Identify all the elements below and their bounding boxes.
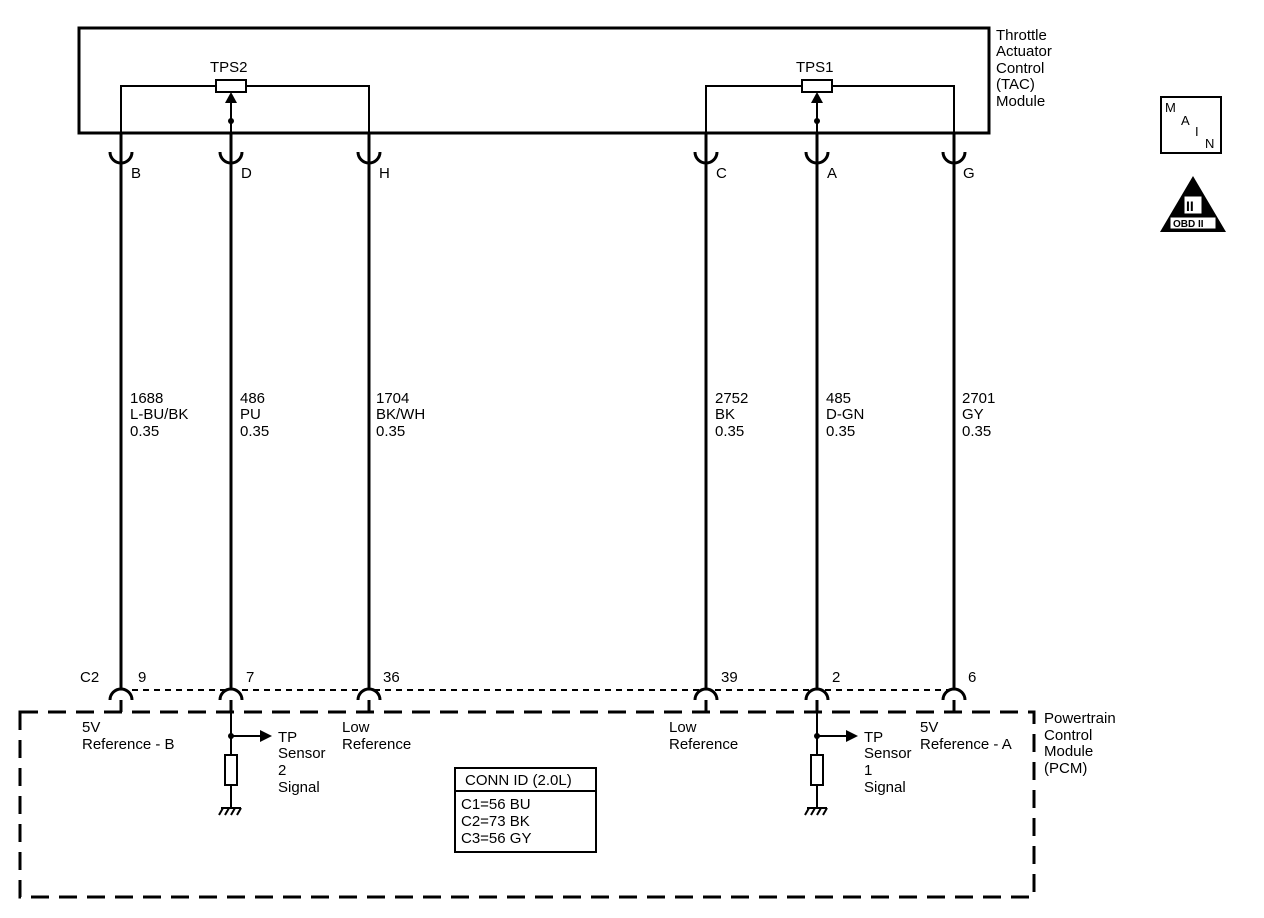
low-reference-label-1: Low Reference	[342, 719, 411, 753]
svg-text:1704: 1704	[376, 390, 409, 407]
pin-b: B	[131, 165, 141, 182]
svg-text:M: M	[1165, 100, 1176, 115]
svg-text:1688: 1688	[130, 390, 163, 407]
svg-text:Reference - B: Reference - B	[82, 736, 175, 753]
tps2-label: TPS2	[210, 59, 248, 76]
main-icon[interactable]: M A I N	[1160, 96, 1222, 154]
conn-id-c2: C2=73 BK	[461, 813, 530, 830]
svg-text:5V: 5V	[82, 719, 100, 736]
svg-text:I: I	[1195, 124, 1199, 139]
pin-a: A	[827, 165, 837, 182]
wire-label-486: 486 PU 0.35	[240, 390, 269, 440]
pcm-connector-pins	[108, 687, 967, 701]
svg-text:TP: TP	[864, 729, 883, 746]
pcm-connector-label: C2	[80, 669, 99, 686]
svg-text:GY: GY	[962, 406, 984, 423]
wire-label-1688: 1688 L-BU/BK 0.35	[130, 390, 188, 440]
svg-text:Low: Low	[342, 719, 370, 736]
tp-sensor-2-circuit: TP Sensor 2 Signal	[218, 712, 326, 816]
tac-connector-pins	[108, 151, 967, 165]
pin-h: H	[379, 165, 390, 182]
obd-ii-icon[interactable]: II OBD II	[1160, 176, 1226, 232]
pin-d: D	[241, 165, 252, 182]
pcm-module-label: Powertrain Control Module (PCM)	[1044, 710, 1116, 777]
svg-text:Signal: Signal	[278, 779, 320, 796]
svg-text:Signal: Signal	[864, 779, 906, 796]
svg-text:Sensor: Sensor	[864, 745, 912, 762]
pin-c: C	[716, 165, 727, 182]
svg-text:0.35: 0.35	[715, 423, 744, 440]
svg-text:(TAC): (TAC)	[996, 76, 1035, 93]
svg-text:A: A	[1181, 113, 1190, 128]
svg-text:2: 2	[278, 762, 286, 779]
ground-icon	[218, 807, 242, 816]
svg-text:5V: 5V	[920, 719, 938, 736]
svg-text:Low: Low	[669, 719, 697, 736]
svg-text:(PCM): (PCM)	[1044, 760, 1087, 777]
conn-id-title: CONN ID (2.0L)	[465, 772, 572, 789]
svg-text:Sensor: Sensor	[278, 745, 326, 762]
svg-text:II: II	[1186, 198, 1194, 214]
pin-2: 2	[832, 669, 840, 686]
tac-pin-labels: B D H C A G	[131, 165, 975, 182]
wire-label-485: 485 D-GN 0.35	[826, 390, 864, 440]
conn-id-c1: C1=56 BU	[461, 796, 531, 813]
svg-text:Control: Control	[1044, 727, 1092, 744]
svg-text:N: N	[1205, 136, 1214, 151]
pin-7: 7	[246, 669, 254, 686]
pin-9: 9	[138, 669, 146, 686]
svg-text:BK: BK	[715, 406, 735, 423]
svg-text:PU: PU	[240, 406, 261, 423]
svg-text:1: 1	[864, 762, 872, 779]
svg-text:2752: 2752	[715, 390, 748, 407]
svg-text:L-BU/BK: L-BU/BK	[130, 406, 188, 423]
conn-id-c3: C3=56 GY	[461, 830, 531, 847]
low-reference-label-2: Low Reference	[669, 719, 738, 753]
svg-text:0.35: 0.35	[376, 423, 405, 440]
pin-36: 36	[383, 669, 400, 686]
tps1-label: TPS1	[796, 59, 834, 76]
svg-text:Control: Control	[996, 60, 1044, 77]
svg-text:BK/WH: BK/WH	[376, 406, 425, 423]
svg-text:Reference - A: Reference - A	[920, 736, 1012, 753]
svg-text:486: 486	[240, 390, 265, 407]
svg-text:TP: TP	[278, 729, 297, 746]
tps1-sensor: TPS1	[705, 59, 955, 133]
svg-text:0.35: 0.35	[130, 423, 159, 440]
wire-label-1704: 1704 BK/WH 0.35	[376, 390, 425, 440]
svg-text:Throttle: Throttle	[996, 27, 1047, 44]
pcm-pin-labels: 9 7 36 39 2 6	[138, 669, 976, 686]
tps2-sensor: TPS2	[120, 59, 370, 133]
svg-text:485: 485	[826, 390, 851, 407]
svg-text:0.35: 0.35	[826, 423, 855, 440]
wire-label-2752: 2752 BK 0.35	[715, 390, 748, 440]
svg-text:Powertrain: Powertrain	[1044, 710, 1116, 727]
tac-module-label: Throttle Actuator Control (TAC) Module	[996, 27, 1052, 110]
tp-sensor-1-circuit: TP Sensor 1 Signal	[804, 712, 912, 816]
svg-text:OBD II: OBD II	[1173, 219, 1204, 230]
svg-text:0.35: 0.35	[962, 423, 991, 440]
svg-text:Module: Module	[996, 93, 1045, 110]
ref-b-label: 5V Reference - B	[82, 719, 175, 753]
wire-lines	[119, 133, 956, 712]
tac-module-box	[77, 26, 991, 135]
svg-text:Reference: Reference	[342, 736, 411, 753]
pcm-module-box	[18, 710, 1036, 899]
pin-6: 6	[968, 669, 976, 686]
svg-text:2701: 2701	[962, 390, 995, 407]
wire-label-2701: 2701 GY 0.35	[962, 390, 995, 440]
conn-id-table: CONN ID (2.0L) C1=56 BU C2=73 BK C3=56 G…	[454, 767, 597, 853]
svg-text:Reference: Reference	[669, 736, 738, 753]
svg-text:0.35: 0.35	[240, 423, 269, 440]
pin-g: G	[963, 165, 975, 182]
svg-text:Module: Module	[1044, 743, 1093, 760]
pin-39: 39	[721, 669, 738, 686]
ground-icon	[804, 807, 828, 816]
ref-a-label: 5V Reference - A	[920, 719, 1012, 753]
svg-text:D-GN: D-GN	[826, 406, 864, 423]
svg-text:Actuator: Actuator	[996, 43, 1052, 60]
